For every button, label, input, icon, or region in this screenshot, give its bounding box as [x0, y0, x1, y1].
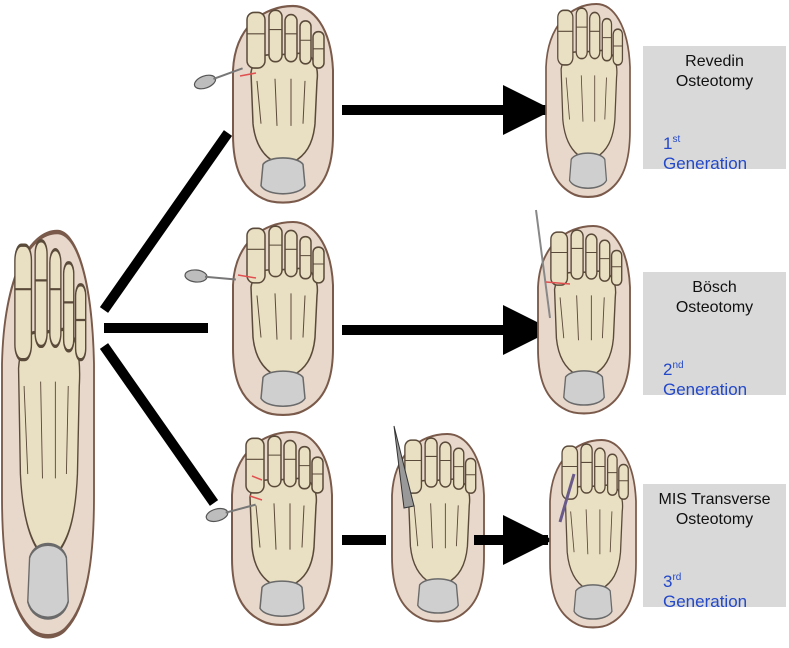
generation-number: 2	[663, 360, 673, 379]
generation-number: 3	[663, 572, 673, 591]
technique-label-bosch: Bösch Osteotomy 2nd Generation	[643, 272, 786, 399]
foot-row2-before-icon	[231, 220, 335, 416]
cut-line-row2	[237, 274, 257, 279]
technique-name-line2: Osteotomy	[675, 73, 754, 90]
technique-label-revedin: Revedin Osteotomy 1st Generation	[643, 46, 786, 173]
osteotomy-blade-icon	[393, 425, 415, 509]
cut-line-row1	[239, 72, 257, 77]
technique-name-line2: Osteotomy	[675, 299, 754, 316]
source-foot-icon	[2, 232, 94, 636]
branch-line-bottom	[99, 343, 219, 506]
k-wire-icon	[535, 209, 551, 319]
foot-row1-before-icon	[231, 4, 335, 204]
technique-name-line1: MIS Transverse	[658, 491, 771, 508]
foot-row3-after-icon	[548, 438, 638, 629]
cut-line-row3b	[249, 495, 263, 501]
generation-word: Generation	[663, 380, 748, 399]
branch-line-top	[99, 130, 233, 313]
cut-line-row3a	[251, 475, 263, 481]
technique-name-line1: Bösch	[692, 279, 737, 296]
foot-row3-middle-icon	[390, 432, 486, 623]
k-wire-icon	[558, 473, 576, 523]
technique-name-line2: Osteotomy	[675, 511, 754, 528]
generation-suffix: rd	[672, 572, 682, 583]
generation-word: Generation	[663, 592, 748, 611]
generation-number: 1	[663, 134, 673, 153]
burr-drill-icon	[183, 268, 238, 287]
generation-suffix: nd	[672, 360, 684, 371]
generation-suffix: st	[672, 134, 681, 145]
foot-row1-after-icon	[544, 2, 632, 198]
foot-row3-before-icon	[230, 430, 334, 626]
cut-line-row2-after	[545, 281, 571, 285]
technique-name-line1: Revedin	[685, 53, 744, 70]
technique-label-mis-transverse: MIS Transverse Osteotomy 3rd Generation	[643, 484, 786, 611]
generation-word: Generation	[663, 154, 748, 173]
foot-row2-after-icon	[536, 224, 632, 415]
